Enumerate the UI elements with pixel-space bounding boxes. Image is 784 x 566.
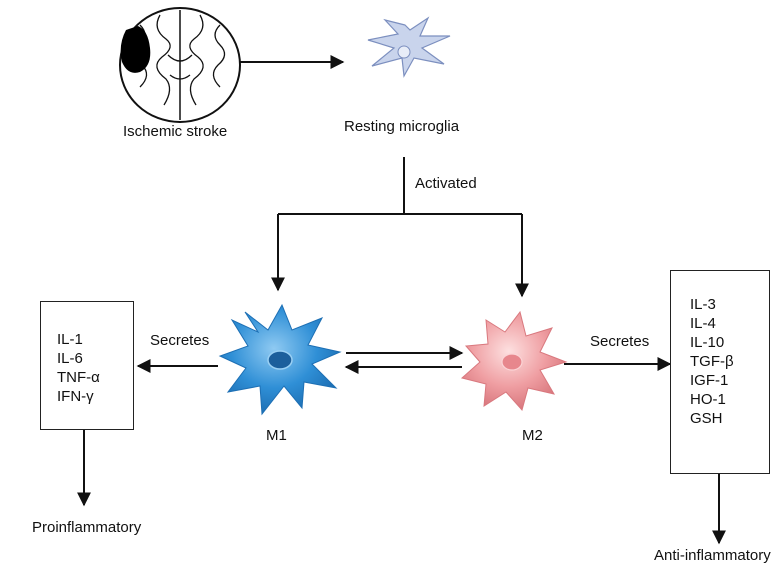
cytokine-item: GSH xyxy=(690,410,723,427)
antiinflammatory-cytokines-box: IL-3 IL-4 IL-10 TGF-β IGF-1 HO-1 GSH xyxy=(670,270,770,474)
cytokine-item: IL-3 xyxy=(690,296,716,313)
cytokine-item: HO-1 xyxy=(690,391,726,408)
cytokine-item: IL-6 xyxy=(57,350,83,367)
cytokine-item: IL-4 xyxy=(690,315,716,332)
m2-cell-icon xyxy=(460,310,568,412)
secretes-left-label: Secretes xyxy=(150,332,210,349)
cytokine-item: IFN-γ xyxy=(57,388,94,405)
resting-microglia-cell-icon xyxy=(367,16,451,78)
cytokine-item: IL-10 xyxy=(690,334,725,351)
resting-microglia-label: Resting microglia xyxy=(344,118,460,135)
cytokine-item: TNF-α xyxy=(57,369,100,386)
brain-icon xyxy=(119,7,241,123)
proinflammatory-cytokines-box: IL-1 IL-6 TNF-α IFN-γ xyxy=(40,301,134,430)
proinflammatory-label: Proinflammatory xyxy=(32,519,142,536)
activated-label: Activated xyxy=(415,175,477,192)
m1-label: M1 xyxy=(266,427,287,444)
cytokine-item: IL-1 xyxy=(57,331,83,348)
m2-label: M2 xyxy=(522,427,543,444)
ischemic-stroke-label: Ischemic stroke xyxy=(123,123,228,140)
cytokine-item: IGF-1 xyxy=(690,372,729,389)
antiinflammatory-label: Anti-inflammatory xyxy=(654,547,771,564)
cytokine-item: TGF-β xyxy=(690,353,734,370)
infarct-region xyxy=(120,26,151,73)
m1-cell-icon xyxy=(218,303,342,416)
secretes-right-label: Secretes xyxy=(590,333,650,350)
